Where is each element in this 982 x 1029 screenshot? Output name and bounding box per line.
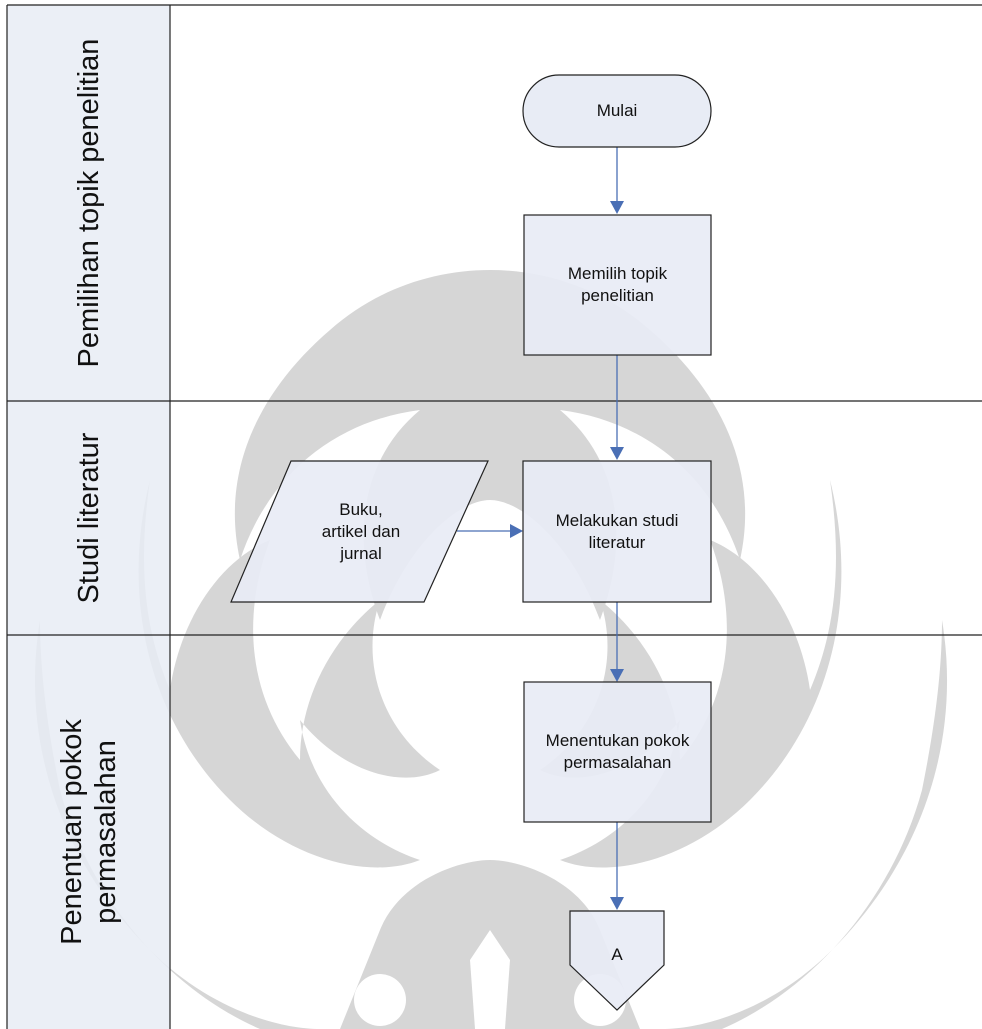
watermark-emblem [34, 270, 948, 1029]
lane-title-problem-definition: Penentuan pokok permasalahan [56, 719, 122, 945]
define-problem-label: Menentukan pokok permasalahan [545, 731, 690, 772]
choose-topic-label: Memilih topik penelitian [567, 264, 668, 305]
lane-header-bg-3 [7, 635, 170, 1029]
connector-a-label: A [611, 945, 623, 964]
input-literature-source [230, 460, 489, 603]
start-label: Mulai [596, 101, 638, 120]
literature-study-label: Melakukan studi literatur [555, 510, 679, 552]
process-literature-study [522, 460, 712, 603]
flow-shapes [230, 74, 712, 1011]
start-terminator [522, 74, 712, 148]
lane-title-topic-selection: Pemilihan topik penelitian [73, 38, 105, 368]
lane-title-literature-study: Studi literatur [73, 432, 105, 604]
swimlane-headers [7, 5, 170, 1029]
process-define-problem [523, 681, 712, 823]
swimlane-borders [6, 4, 982, 1029]
lane-header-bg-2 [7, 401, 170, 635]
literature-source-label: Buku, artikel dan jurnal [321, 499, 401, 563]
lane-header-bg-1 [7, 5, 170, 401]
offpage-connector-a [569, 910, 665, 1011]
connectors [457, 147, 624, 910]
process-choose-topic [523, 214, 712, 356]
